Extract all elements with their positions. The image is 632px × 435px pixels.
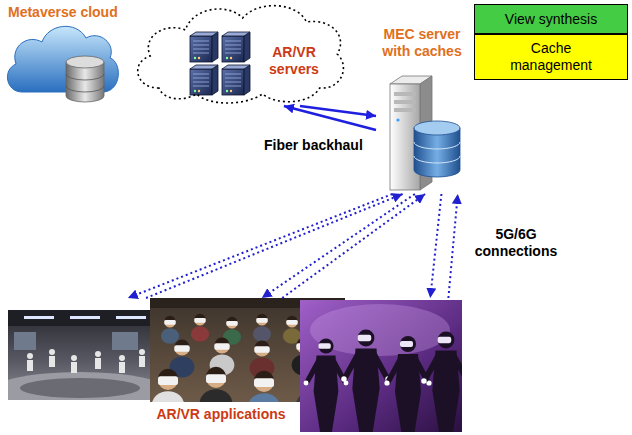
vr-room-photo [139, 349, 145, 355]
mec-server-icon [394, 100, 416, 104]
cloud-icon [66, 86, 104, 92]
vr-room-photo [95, 358, 101, 369]
mec-server-icon [396, 118, 399, 121]
vr-room-photo [139, 356, 145, 367]
vr-room-photo [116, 316, 146, 319]
label-text: Metaverse cloud [6, 4, 136, 21]
edge-label: Fiber backhaul [262, 136, 374, 154]
wireless-link-arrow [146, 194, 403, 298]
vr-room-photo [14, 332, 36, 350]
cloud-outline [138, 6, 344, 103]
mec-server-icon [394, 108, 416, 112]
vr-players-photo [421, 332, 462, 432]
mec-server-icon [414, 142, 460, 149]
mec-server-icon [414, 121, 460, 135]
mec-server-icon [414, 156, 460, 163]
mec-server-icon [390, 76, 460, 190]
node-text: View synthesis [481, 11, 621, 28]
audience-photo [191, 314, 209, 342]
vr-room-photo [70, 316, 100, 319]
vr-room-photo [49, 349, 55, 355]
audience-photo [200, 367, 233, 402]
wireless-link-arrow [430, 194, 441, 298]
vr-players-photo [341, 330, 391, 432]
wireless-link-arrow [282, 194, 425, 298]
vr-players-photo [304, 338, 349, 432]
vr-players-photo [384, 336, 431, 432]
cloud-icon [66, 56, 104, 68]
server-racks [190, 32, 218, 62]
edge-label: 5G/6G connections [470, 226, 562, 260]
node-text: MEC server with caches [376, 26, 468, 60]
application-group: AR/VR applications [8, 298, 462, 432]
cloud-label: Metaverse cloud [6, 4, 136, 21]
server-racks [190, 65, 218, 95]
cloud-icon [7, 26, 118, 102]
fiber-link-arrow [300, 106, 376, 116]
node-text: AR/VR applications [146, 406, 296, 423]
function-box: View synthesis [474, 4, 628, 34]
server-racks [222, 65, 250, 95]
vr-room-photo [49, 356, 55, 367]
cloud-icon [66, 74, 104, 80]
audience-photo [161, 316, 179, 344]
server-racks [190, 32, 250, 95]
node-text: Cache management [501, 40, 601, 74]
vr-room-photo [27, 349, 145, 373]
node-text: AR/VR servers [262, 44, 326, 78]
vr-room-photo [27, 353, 33, 359]
wireless-link-arrow [448, 194, 457, 298]
vr-room-photo [112, 332, 138, 350]
vr-room-photo [119, 355, 125, 361]
vr-room-photo [71, 355, 77, 361]
audience-photo [152, 369, 185, 402]
vr-room-photo [119, 362, 125, 373]
wireless-link-arrow [128, 194, 393, 298]
function-box: Cache management [474, 34, 628, 80]
vr-room-photo [8, 372, 170, 400]
audience-photo [283, 316, 301, 344]
vr-room-photo [95, 351, 101, 357]
mec-server-icon [394, 92, 416, 96]
vr-room-photo [20, 378, 140, 398]
mec-server: MEC server with caches [376, 26, 470, 194]
wireless-link-arrow [262, 194, 415, 298]
audience-photo [253, 314, 271, 342]
vr-players-photo [300, 300, 462, 432]
edge-label-text: Fiber backhaul [262, 137, 365, 154]
server-cloud-region: AR/VR servers [126, 0, 346, 106]
edge-label-text: 5G/6G connections [470, 226, 562, 260]
fiber-link-arrow [284, 106, 376, 130]
vr-room-photo [27, 360, 33, 371]
server-racks [222, 32, 250, 62]
vr-room-photo [71, 362, 77, 373]
vr-room-photo [24, 316, 54, 319]
audience-photo [248, 371, 281, 402]
